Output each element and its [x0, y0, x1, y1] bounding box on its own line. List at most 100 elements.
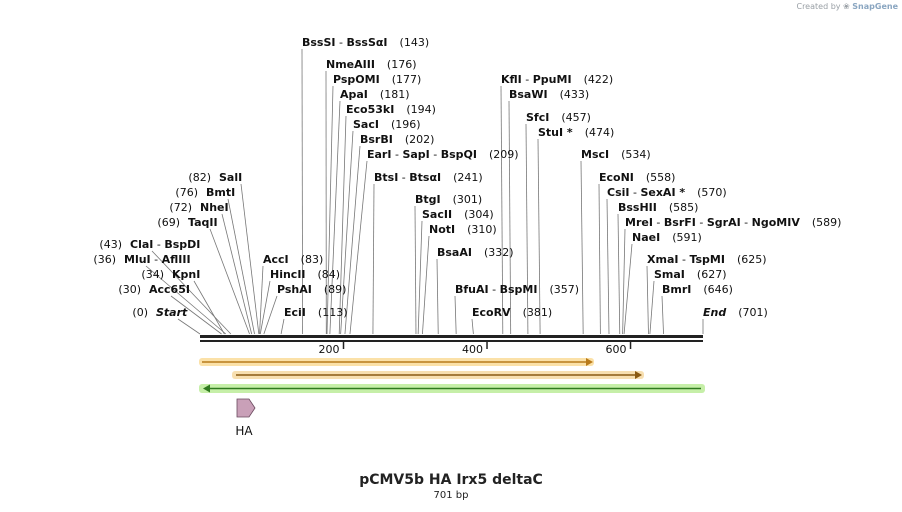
site-enzyme-label: SfcI	[526, 111, 549, 124]
site-enzyme-label: ApaI	[340, 88, 368, 101]
enzyme-name: HincII	[270, 268, 306, 281]
site-position: (181)	[380, 88, 410, 101]
lead-line-nhei	[221, 213, 253, 335]
lead-line-bsrbi	[344, 145, 361, 335]
site-position: (82)	[188, 171, 211, 184]
site-ecii[interactable]: EciI(113)	[284, 306, 348, 319]
track-2[interactable]	[232, 371, 644, 379]
enzyme-name: XmaI	[647, 253, 678, 266]
site-btsi[interactable]: BtsI - BtsαI(241)	[374, 171, 483, 184]
site-clai[interactable]: (43)ClaI - BspDI	[99, 238, 200, 251]
lead-line-econi	[598, 183, 601, 335]
site-nmeaiii[interactable]: NmeAIII(176)	[326, 58, 417, 71]
site-position: (591)	[672, 231, 702, 244]
site-sacii[interactable]: SacII(304)	[422, 208, 494, 221]
site-enzyme-label: EciI	[284, 306, 306, 319]
site-enzyme-label: BfuAI - BspMI	[455, 283, 537, 296]
site-start[interactable]: (0)Start	[132, 306, 188, 319]
site-enzyme-label: MluI - AflIII	[124, 253, 191, 266]
site-ecorv[interactable]: EcoRV(381)	[472, 306, 552, 319]
site-hincii[interactable]: HincII(84)	[270, 268, 340, 281]
site-enzyme-label: BtgI	[415, 193, 441, 206]
enzyme-name: NmeAIII	[326, 58, 375, 71]
site-naei[interactable]: NaeI(591)	[632, 231, 702, 244]
site-econi[interactable]: EcoNI(558)	[599, 171, 675, 184]
lead-line-pspomi	[326, 85, 334, 335]
enzyme-name: TaqII	[188, 216, 218, 229]
site-acci[interactable]: AccI(83)	[263, 253, 323, 266]
site-kfli[interactable]: KflI - PpuMI(422)	[501, 73, 613, 86]
site-bsaai[interactable]: BsaAI(332)	[437, 246, 514, 259]
site-eco53ki[interactable]: Eco53kI(194)	[346, 103, 436, 116]
site-bfuai[interactable]: BfuAI - BspMI (357)	[455, 283, 579, 296]
site-position: (433)	[560, 88, 590, 101]
lead-line-noti	[422, 235, 430, 335]
site-position: (357)	[549, 283, 579, 296]
site-sfci[interactable]: SfcI(457)	[526, 111, 591, 124]
site-stui[interactable]: StuI * (474)	[538, 126, 614, 139]
site-bsrbi[interactable]: BsrBI(202)	[360, 133, 434, 146]
enzyme-name: BfuAI	[455, 283, 489, 296]
site-enzyme-label: SmaI	[654, 268, 685, 281]
site-kpni[interactable]: (34)KpnI	[141, 268, 200, 281]
site-bsssi[interactable]: BssSI - BssSαI(143)	[302, 36, 429, 49]
site-noti[interactable]: NotI(310)	[429, 223, 497, 236]
site-pspomi[interactable]: PspOMI(177)	[333, 73, 421, 86]
lead-line-hincii	[259, 280, 271, 335]
site-enzyme-label: NheI	[200, 201, 229, 214]
site-msci[interactable]: MscI (534)	[581, 148, 651, 161]
enzyme-name: Acc65I	[149, 283, 190, 296]
lead-line-csii	[606, 198, 610, 335]
ruler-label-200: 200	[319, 343, 340, 356]
site-position: (36)	[93, 253, 116, 266]
site-btgi[interactable]: BtgI(301)	[415, 193, 482, 206]
lead-line-stui	[537, 138, 541, 335]
site-position: (534)	[621, 148, 651, 161]
site-smai[interactable]: SmaI(627)	[654, 268, 727, 281]
site-pshai[interactable]: PshAI(89)	[277, 283, 346, 296]
site-enzyme-label: BmtI	[206, 186, 235, 199]
lead-line-btgi	[414, 205, 417, 335]
site-apai[interactable]: ApaI (181)	[340, 88, 410, 101]
lead-line-naei	[623, 243, 633, 335]
enzyme-name: PspOMI	[333, 73, 380, 86]
site-position: (474)	[585, 126, 615, 139]
enzyme-name: NotI	[429, 223, 455, 236]
enzyme-name: NgoMIV	[752, 216, 801, 229]
site-sali[interactable]: (82)SalI	[188, 171, 242, 184]
site-nhei[interactable]: (72)NheI	[169, 201, 228, 214]
enzyme-name: StuI *	[538, 126, 573, 139]
enzyme-name: BsaWI	[509, 88, 548, 101]
site-csii[interactable]: CsiI - SexAI *(570)	[607, 186, 727, 199]
site-enzyme-label: KpnI	[172, 268, 200, 281]
site-end[interactable]: End(701)	[703, 306, 768, 319]
site-acc65i[interactable]: (30)Acc65I	[118, 283, 190, 296]
enzyme-name: Start	[156, 306, 188, 319]
site-bmri[interactable]: BmrI (646)	[662, 283, 733, 296]
track-1[interactable]	[199, 358, 594, 366]
enzyme-name: MscI	[581, 148, 609, 161]
site-bsshii[interactable]: BssHII(585)	[618, 201, 698, 214]
site-enzyme-label: BmrI	[662, 283, 691, 296]
site-saci[interactable]: SacI(196)	[353, 118, 421, 131]
enzyme-name: ApaI	[340, 88, 368, 101]
site-eari[interactable]: EarI - SapI - BspQI(209)	[367, 148, 519, 161]
site-taqii[interactable]: (69)TaqII	[157, 216, 217, 229]
site-mlui[interactable]: (36) MluI - AflIII	[93, 253, 190, 266]
lead-line-bfuai	[454, 295, 457, 335]
site-position: (646)	[703, 283, 733, 296]
site-position: (89)	[324, 283, 347, 296]
track-3[interactable]	[199, 384, 705, 393]
enzyme-name: EciI	[284, 306, 306, 319]
site-bsawi[interactable]: BsaWI (433)	[509, 88, 589, 101]
site-bmti[interactable]: (76)BmtI	[175, 186, 235, 199]
site-enzyme-label: MreI - BsrFI - SgrAI - NgoMIV	[625, 216, 800, 229]
enzyme-name: SmaI	[654, 268, 685, 281]
feature-ha[interactable]: HA	[235, 398, 256, 438]
site-xmai[interactable]: XmaI - TspMI(625)	[647, 253, 767, 266]
lead-line-bmti	[227, 198, 255, 335]
enzyme-name: SexAI *	[640, 186, 685, 199]
site-mrei[interactable]: MreI - BsrFI - SgrAI - NgoMIV(589)	[625, 216, 841, 229]
enzyme-name: BsrFI	[664, 216, 696, 229]
